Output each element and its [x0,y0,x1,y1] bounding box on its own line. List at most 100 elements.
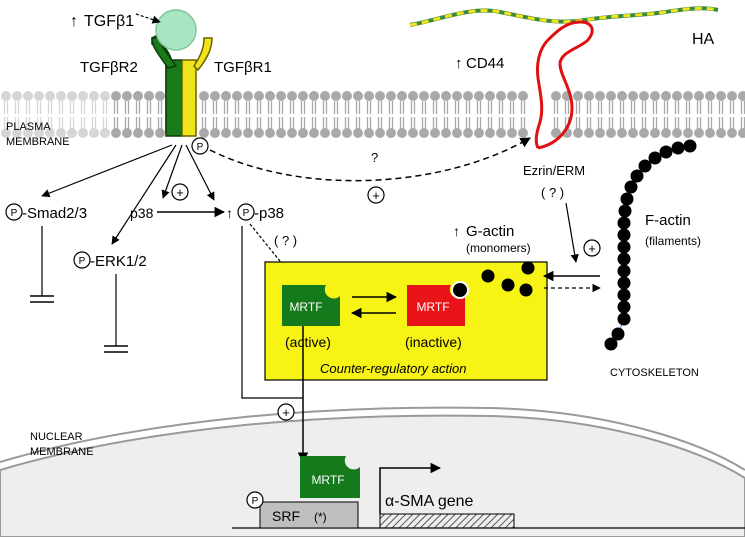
lipid-head [628,128,638,138]
lipid-head [617,128,627,138]
factin-monomer [611,327,625,341]
factin-sub: (filaments) [645,234,701,248]
lipid-head [727,128,737,138]
lipid-head [694,128,704,138]
lipid-head [518,128,528,138]
lipid-head [738,91,745,101]
lipid-head [122,91,132,101]
lipid-head [144,91,154,101]
lipid-head [243,128,253,138]
erk-phospho-label: P [79,256,86,267]
lipid-head [287,128,297,138]
receptor-cd44-question: ? [371,150,378,165]
lipid-head [639,128,649,138]
factin-monomer [638,159,652,173]
lipid-head [199,128,209,138]
lipid-head [375,128,385,138]
lipid-head [364,128,374,138]
lipid-head [507,91,517,101]
lipid-head [617,91,627,101]
lipid-head [1,128,11,138]
factin-monomer [617,276,631,290]
lipid-head [199,91,209,101]
lipid-head [463,91,473,101]
factin-monomer [617,252,631,266]
lipid-head [298,128,308,138]
lipid-head [210,128,220,138]
lipid-head [34,128,44,138]
lipid-head [441,128,451,138]
lipid-head [78,128,88,138]
lipid-head [155,128,165,138]
lipid-head [694,91,704,101]
receptor-cd44-plus-circle [367,186,385,204]
srf-note: (*) [314,510,327,524]
lipid-head [661,128,671,138]
tgfbr1-arm [193,37,213,72]
mrtf-active-box [282,285,340,326]
lipid-head [155,91,165,101]
lipid-head [683,128,693,138]
lipid-head [45,128,55,138]
p38-up-arrow: ↑ [226,205,233,221]
cytoskeleton-label: CYTOSKELETON [610,367,699,379]
mrtf-active-state: (active) [285,334,331,350]
mrtf-nuclear-box [300,456,360,498]
lipid-head [133,91,143,101]
srf-phospho [246,491,264,509]
factin-monomer [630,169,644,183]
lipid-head [287,91,297,101]
cd44-receptor [534,20,594,150]
gactin-bound [451,281,469,299]
lipid-head [298,91,308,101]
lipid-head [595,128,605,138]
lipid-head [144,128,154,138]
ezrin-arrow [565,202,579,263]
receptor-phospho-label: P [197,142,204,153]
lipid-head [419,91,429,101]
lipid-head [276,91,286,101]
factin-monomer [624,180,638,194]
nucleus-plus: + [282,405,290,420]
factin-monomer [617,264,631,278]
lipid-head [45,91,55,101]
ha-label: HA [692,31,715,48]
nucleus-plus-circle [277,403,295,421]
lipid-head [309,91,319,101]
lipid-head [672,91,682,101]
nucleus-body [0,414,745,537]
lipid-head [672,128,682,138]
lipid-head [452,91,462,101]
factin-filament [604,139,697,351]
lipid-head [474,128,484,138]
lipid-head [606,128,616,138]
ha-chain-dash [409,6,719,27]
smad-label: -Smad2/3 [22,205,87,222]
lipid-head [243,91,253,101]
lipid-head [573,91,583,101]
lipid-head [507,128,517,138]
tgfb1-label: TGFβ1 [84,13,134,30]
lipid-head [727,91,737,101]
lipid-head [716,91,726,101]
lipid-head [265,128,275,138]
srf-phospho-label: P [252,496,259,507]
receptor-to-cd44-arrow [209,137,531,182]
lipid-head [397,128,407,138]
factin-monomer [604,337,618,351]
factin-monomer [617,228,631,242]
lipid-head [650,128,660,138]
lipid-head [23,91,33,101]
lipid-head [12,128,22,138]
lipid-head [232,128,242,138]
mrtf-inactive-state: (inactive) [405,334,462,350]
lipid-head [606,91,616,101]
lipid-head [463,128,473,138]
lipid-head [254,91,264,101]
lipid-head [67,91,77,101]
p38-phospho [237,203,255,221]
lipid-head [56,91,66,101]
lipid-head [441,91,451,101]
lipid-head [364,91,374,101]
lipid-head [474,91,484,101]
